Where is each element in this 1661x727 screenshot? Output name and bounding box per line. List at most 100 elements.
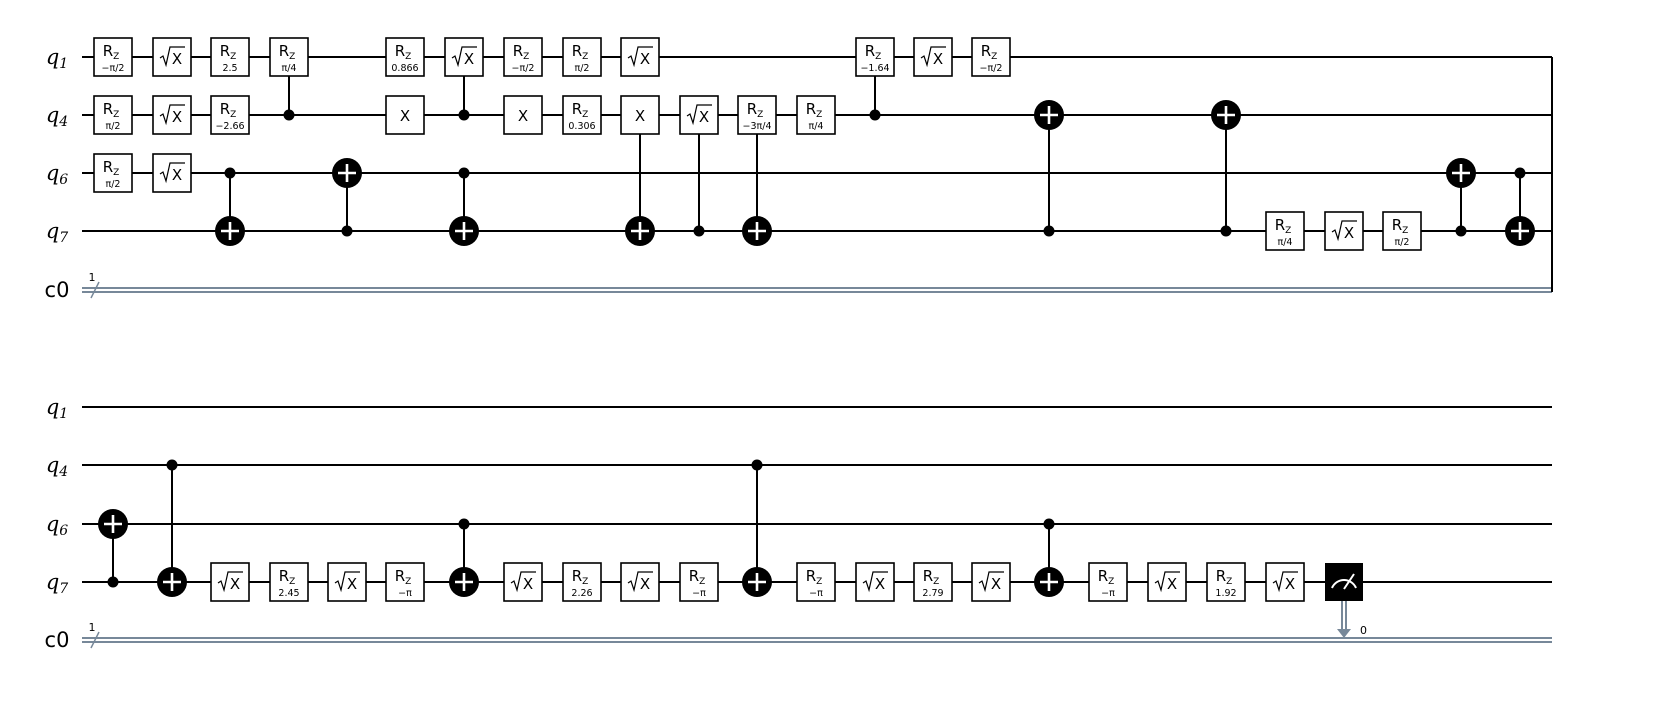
rz-gate-subscript: Z <box>582 52 588 62</box>
rz-gate-label: RZ <box>1216 567 1233 587</box>
rz-gate-label: RZ <box>103 42 120 62</box>
rz-gate-subscript: Z <box>816 577 822 587</box>
sqrt-symbol <box>627 571 653 593</box>
x-gate <box>503 95 543 135</box>
cx-control-dot <box>869 109 881 121</box>
sqrt-symbol <box>159 104 185 126</box>
rz-gate-label: RZ <box>806 100 823 120</box>
rz-gate-subscript: Z <box>1285 226 1291 236</box>
rz-gate-label: RZ <box>981 42 998 62</box>
classical-width: 1 <box>89 271 96 284</box>
sx-gate-label: X <box>640 50 650 68</box>
rz-gate-letter: R <box>923 567 933 585</box>
sx-gate <box>855 562 895 602</box>
rz-gate <box>93 95 133 135</box>
rz-gate-subscript: Z <box>933 577 939 587</box>
rz-gate-label: RZ <box>395 42 412 62</box>
rz-gate-label: RZ <box>923 567 940 587</box>
rz-gate <box>385 37 425 77</box>
rz-gate-param: π/4 <box>282 63 297 74</box>
qubit-label-letter: q <box>46 453 59 477</box>
rz-gate-param: π/2 <box>106 179 121 190</box>
rz-gate-label: RZ <box>572 567 589 587</box>
sx-gate-label: X <box>1344 224 1354 242</box>
rz-gate <box>93 37 133 77</box>
rz-gate <box>269 37 309 77</box>
rz-gate-param: −π/2 <box>102 63 125 74</box>
rz-gate-param: 0.306 <box>568 121 595 132</box>
rz-gate-param: π/2 <box>575 63 590 74</box>
rz-gate-letter: R <box>395 42 405 60</box>
qubit-label-letter: q <box>46 219 59 243</box>
rz-gate-letter: R <box>1216 567 1226 585</box>
rz-gate <box>210 37 250 77</box>
sqrt-symbol <box>1331 220 1357 242</box>
qubit-label-q4: q4 <box>46 103 68 130</box>
rz-gate <box>737 95 777 135</box>
qubit-label-q1: q1 <box>46 395 68 422</box>
rz-gate-subscript: Z <box>405 577 411 587</box>
rz-gate-subscript: Z <box>991 52 997 62</box>
rz-gate-subscript: Z <box>230 52 236 62</box>
sx-gate-label: X <box>875 575 885 593</box>
rz-gate-label: RZ <box>513 42 530 62</box>
sx-gate <box>679 95 719 135</box>
sx-gate-label: X <box>230 575 240 593</box>
cx-control-dot <box>283 109 295 121</box>
rz-gate-param: −π <box>398 588 412 599</box>
rz-gate-subscript: Z <box>523 52 529 62</box>
rz-gate-letter: R <box>747 100 757 118</box>
rz-gate-param: 2.5 <box>222 63 237 74</box>
rz-gate-letter: R <box>220 42 230 60</box>
rz-gate-letter: R <box>806 567 816 585</box>
qubit-label-q6: q6 <box>46 512 68 539</box>
rz-gate-param: π/2 <box>1395 237 1410 248</box>
sx-gate-label: X <box>172 50 182 68</box>
rz-gate <box>562 562 602 602</box>
rz-gate-param: −3π/4 <box>743 121 772 132</box>
rz-gate-subscript: Z <box>1108 577 1114 587</box>
rz-gate-letter: R <box>1275 216 1285 234</box>
rz-gate-label: RZ <box>689 567 706 587</box>
rz-gate-subscript: Z <box>757 110 763 120</box>
rz-gate-label: RZ <box>806 567 823 587</box>
rz-gate <box>971 37 1011 77</box>
sx-gate <box>1147 562 1187 602</box>
qubit-label-letter: q <box>46 45 59 69</box>
cx-control-dot <box>458 109 470 121</box>
qubit-label-index: 1 <box>59 56 68 72</box>
rz-gate-label: RZ <box>395 567 412 587</box>
rz-gate-param: −π <box>692 588 706 599</box>
sx-gate-label: X <box>347 575 357 593</box>
sx-gate <box>210 562 250 602</box>
qubit-label-letter: q <box>46 161 59 185</box>
rz-gate-subscript: Z <box>582 110 588 120</box>
qubit-label-index: 6 <box>59 523 68 539</box>
meter-arc <box>1331 579 1357 589</box>
rz-gate-param: π/4 <box>809 121 824 132</box>
rz-gate-letter: R <box>981 42 991 60</box>
sx-gate-label: X <box>523 575 533 593</box>
x-gate-label: X <box>518 107 528 125</box>
x-gate <box>385 95 425 135</box>
rz-gate <box>562 37 602 77</box>
sx-gate <box>913 37 953 77</box>
rz-gate-label: RZ <box>279 567 296 587</box>
rz-gate-param: π/2 <box>106 121 121 132</box>
measure-gate <box>1325 563 1363 601</box>
rz-gate-param: 2.26 <box>571 588 592 599</box>
sx-gate <box>152 95 192 135</box>
rz-gate-label: RZ <box>220 100 237 120</box>
sqrt-symbol <box>510 571 536 593</box>
cx-control-dot <box>458 518 470 530</box>
cx-control-dot <box>751 459 763 471</box>
sqrt-symbol <box>978 571 1004 593</box>
rz-gate-letter: R <box>572 100 582 118</box>
rz-gate-param: −1.64 <box>860 63 889 74</box>
qubit-label-index: 6 <box>59 172 68 188</box>
qubit-label-index: 1 <box>59 406 68 422</box>
sqrt-symbol <box>627 46 653 68</box>
rz-gate-letter: R <box>279 42 289 60</box>
rz-gate-letter: R <box>220 100 230 118</box>
rz-gate <box>796 562 836 602</box>
